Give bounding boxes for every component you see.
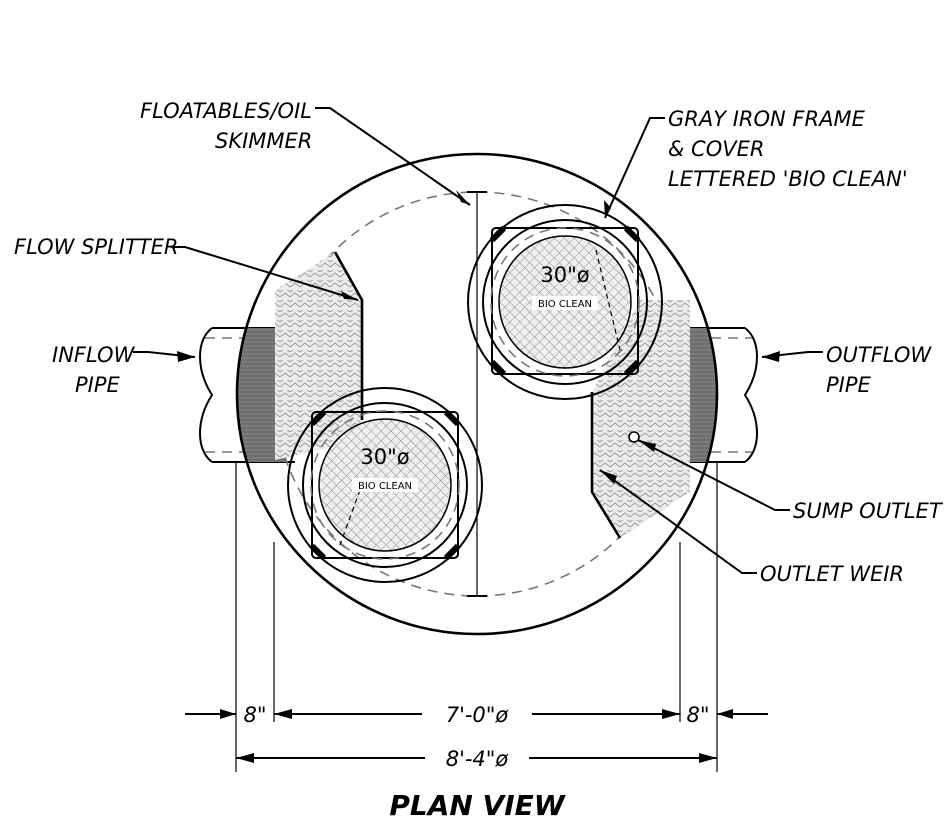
floatables-skimmer bbox=[467, 191, 487, 597]
label-outflow-line1: OUTFLOW bbox=[826, 343, 932, 367]
dimension-wall-left bbox=[185, 709, 236, 719]
label-inflow-line2: PIPE bbox=[75, 373, 121, 397]
dimension-outer-diameter bbox=[236, 753, 717, 763]
label-flow-splitter: FLOW SPLITTER bbox=[14, 235, 179, 259]
dimension-inner-diameter bbox=[274, 709, 680, 719]
leader-outflow bbox=[761, 351, 823, 362]
lower-brand-plate bbox=[352, 478, 418, 492]
dimension-wall-right bbox=[717, 709, 768, 719]
lower-cover-brand: BIO CLEAN bbox=[358, 481, 412, 492]
outlet-weir-edge bbox=[590, 392, 622, 539]
dimension-extension-lines bbox=[235, 462, 718, 772]
upper-cover-size: 30"ø bbox=[540, 263, 589, 287]
label-frame-line3: LETTERED 'BIO CLEAN' bbox=[668, 167, 908, 191]
label-outflow-line2: PIPE bbox=[826, 373, 872, 397]
leader-frame-cover bbox=[604, 117, 665, 219]
flow-splitter bbox=[275, 252, 362, 460]
dim-inner-diameter: 7'-0"ø bbox=[446, 703, 510, 727]
label-floatables-line2: SKIMMER bbox=[215, 129, 312, 153]
label-sump-outlet: SUMP OUTLET bbox=[793, 499, 944, 523]
dim-outer-diameter: 8'-4"ø bbox=[446, 747, 510, 771]
leader-inflow bbox=[133, 351, 196, 362]
leader-floatables bbox=[315, 107, 471, 206]
sump-outlet-icon bbox=[628, 431, 640, 443]
outlet-weir bbox=[592, 300, 690, 538]
lower-cover-size: 30"ø bbox=[360, 445, 409, 469]
dim-wall-left: 8" bbox=[243, 703, 266, 727]
flow-splitter-edge bbox=[333, 251, 364, 420]
label-frame-line2: & COVER bbox=[668, 137, 764, 161]
drawing-title: PLAN VIEW bbox=[389, 789, 565, 822]
leader-outlet-weir bbox=[599, 469, 757, 574]
label-inflow-line1: INFLOW bbox=[52, 343, 136, 367]
dim-wall-right: 8" bbox=[686, 703, 709, 727]
manhole-upper bbox=[467, 204, 663, 400]
upper-brand-plate bbox=[532, 296, 598, 310]
leader-sump-outlet bbox=[637, 439, 790, 511]
manhole-lower bbox=[287, 387, 483, 583]
label-frame-line1: GRAY IRON FRAME bbox=[668, 107, 866, 131]
label-floatables-line1: FLOATABLES/OIL bbox=[140, 99, 312, 123]
upper-cover-brand: BIO CLEAN bbox=[538, 299, 592, 310]
vault-outer-wall bbox=[235, 152, 719, 636]
label-outlet-weir: OUTLET WEIR bbox=[760, 562, 904, 586]
leader-flow-splitter bbox=[172, 246, 359, 301]
